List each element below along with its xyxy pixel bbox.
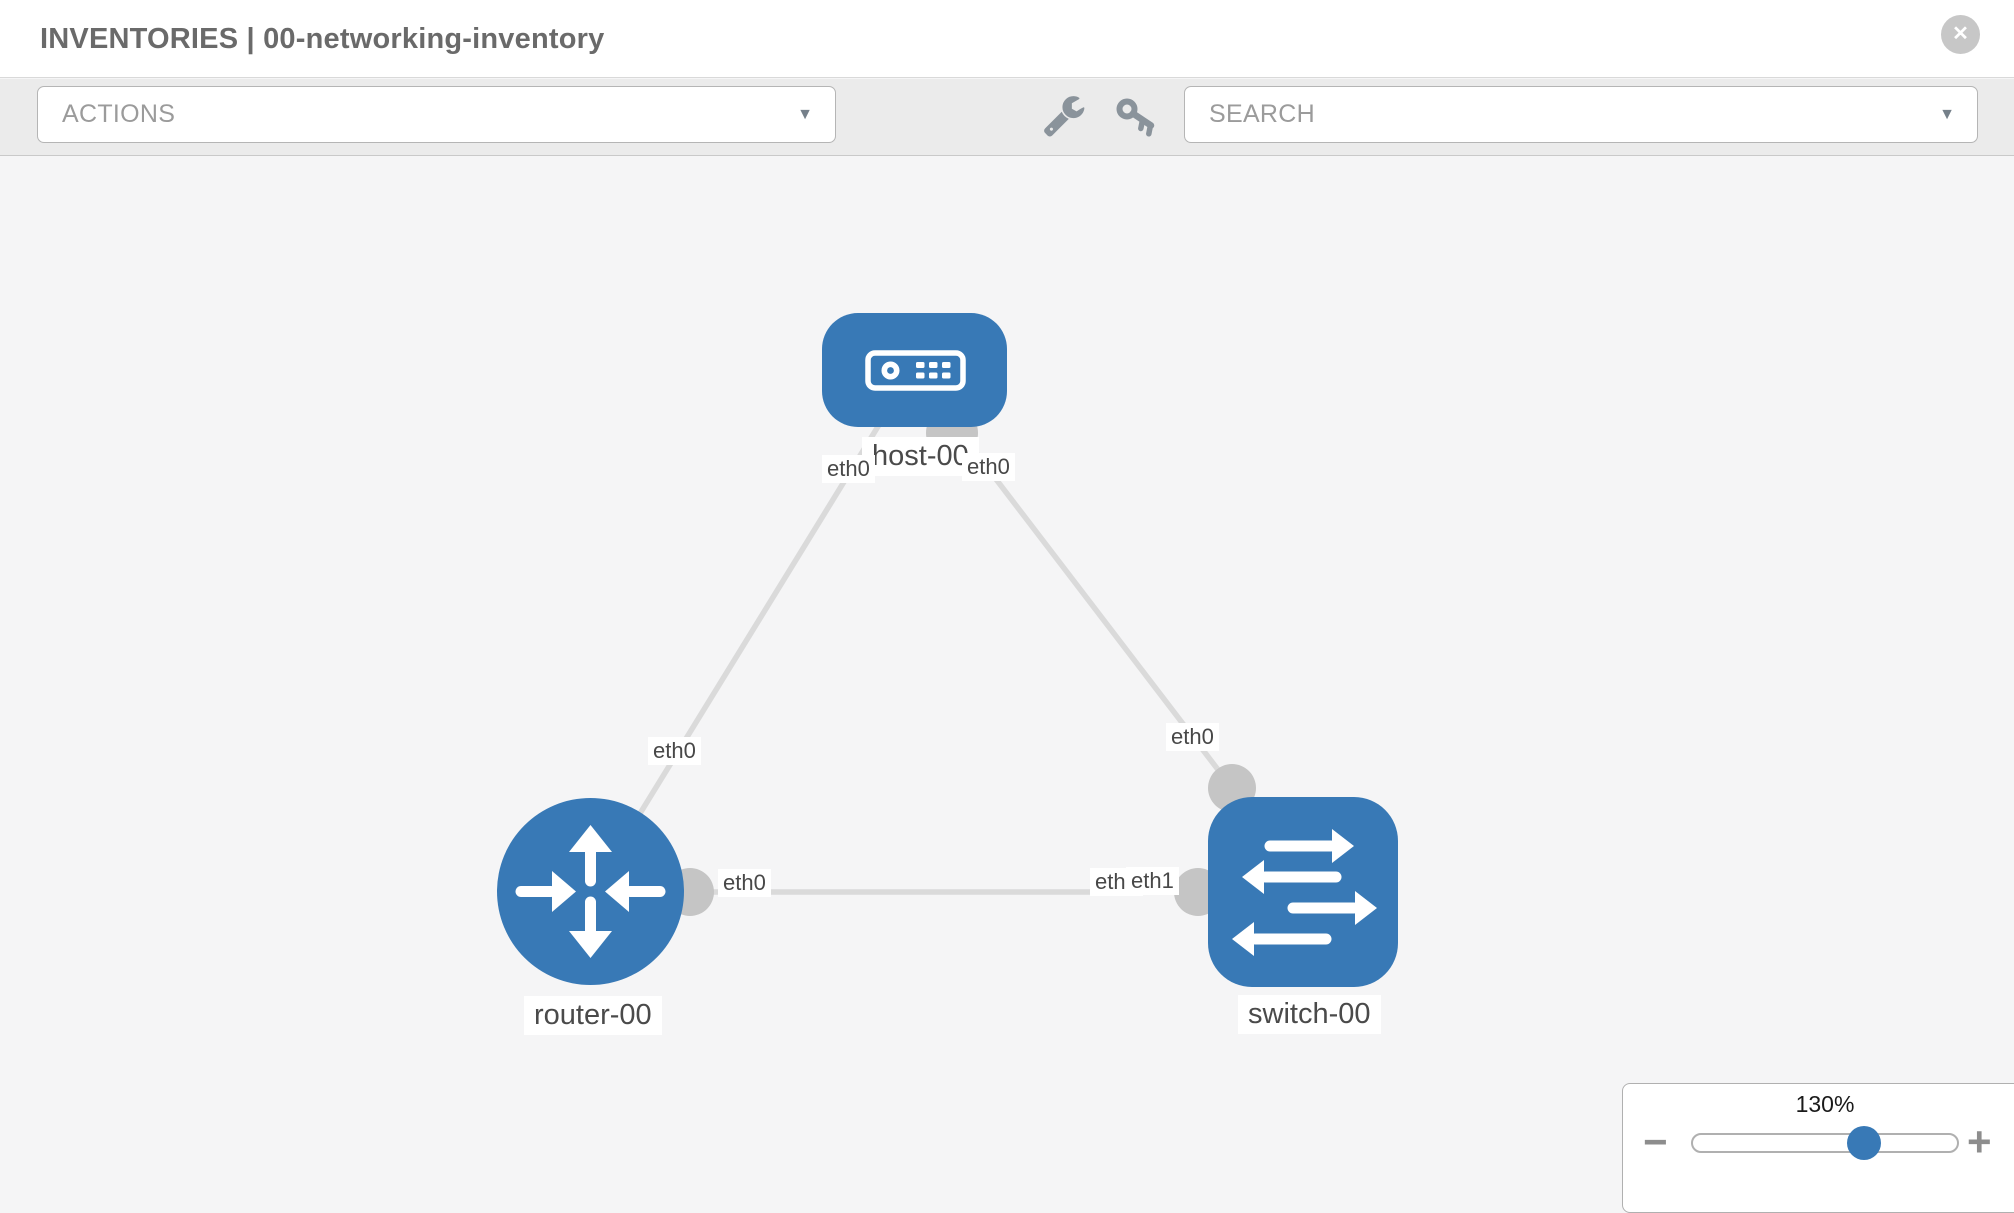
zoom-out-button[interactable]: − xyxy=(1643,1120,1668,1164)
zoom-panel: 130% − + xyxy=(1622,1083,2014,1213)
close-button[interactable]: ✕ xyxy=(1941,15,1980,54)
toolbar: ACTIONS ▼ ▼ xyxy=(0,79,2014,156)
actions-dropdown-label: ACTIONS xyxy=(62,100,176,128)
host-device-icon xyxy=(865,350,966,391)
chevron-down-icon: ▼ xyxy=(797,106,813,123)
wrench-button[interactable] xyxy=(1042,93,1086,137)
switch-arrows-icon xyxy=(1232,829,1377,956)
plus-icon: + xyxy=(1967,1118,1992,1165)
links-layer xyxy=(609,405,1256,916)
node-host-00[interactable] xyxy=(822,313,1007,427)
key-icon xyxy=(1116,98,1155,137)
topology-canvas[interactable]: host-00 router-00 switch-00 eth0 eth0 et… xyxy=(0,157,2014,1200)
chevron-down-icon: ▼ xyxy=(1939,106,1955,123)
interface-label-switch-eth1: eth1 xyxy=(1126,867,1179,895)
interface-label-router-link-eth0: eth0 xyxy=(648,737,701,765)
actions-dropdown[interactable]: ACTIONS ▼ xyxy=(37,86,836,143)
minus-icon: − xyxy=(1643,1118,1668,1165)
header-bar: INVENTORIES | 00-networking-inventory ✕ xyxy=(0,0,2014,78)
interface-label-host-eth0-left: eth0 xyxy=(822,455,875,483)
search-dropdown[interactable]: ▼ xyxy=(1184,86,1978,143)
node-label-router: router-00 xyxy=(524,996,662,1035)
close-icon: ✕ xyxy=(1952,23,1969,45)
interface-label-switch-link-eth0: eth0 xyxy=(1166,723,1219,751)
page-title: INVENTORIES | 00-networking-inventory xyxy=(40,23,605,55)
interface-label-router-eth0: eth0 xyxy=(718,869,771,897)
wrench-icon xyxy=(1044,96,1085,137)
zoom-level-value: 130% xyxy=(1795,1091,1855,1117)
zoom-slider-thumb[interactable] xyxy=(1847,1126,1881,1160)
zoom-slider-track[interactable] xyxy=(1691,1133,1959,1153)
node-switch-00[interactable] xyxy=(1208,797,1398,987)
search-input[interactable] xyxy=(1209,87,1899,142)
router-arrows-icon xyxy=(515,825,666,958)
zoom-in-button[interactable]: + xyxy=(1967,1120,1992,1164)
node-label-host: host-00 xyxy=(862,437,979,476)
key-button[interactable] xyxy=(1114,96,1158,140)
node-router-00[interactable] xyxy=(497,798,684,985)
node-label-switch: switch-00 xyxy=(1238,995,1381,1034)
interface-label-host-eth0-right: eth0 xyxy=(962,453,1015,481)
